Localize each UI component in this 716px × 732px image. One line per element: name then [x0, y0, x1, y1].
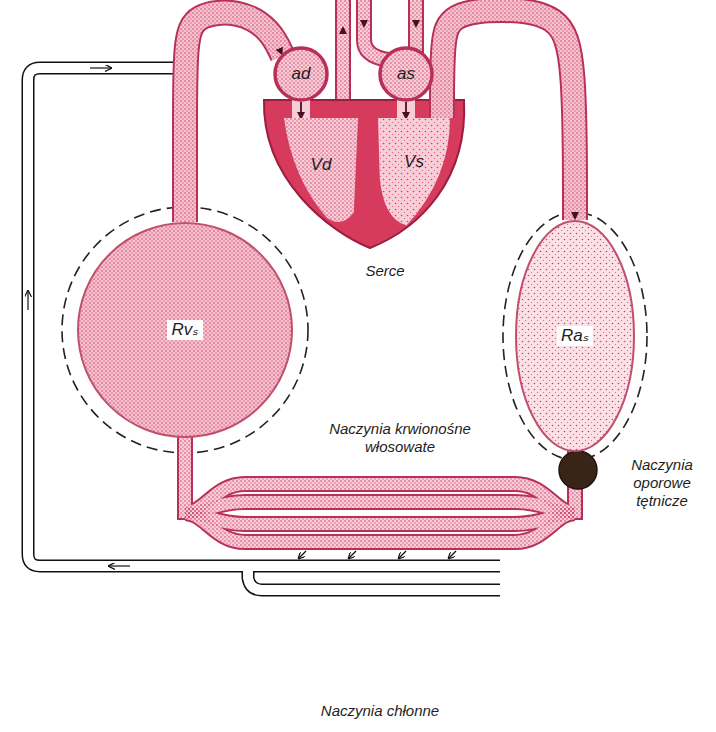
flow-line [300, 102, 302, 120]
arrow-head [271, 30, 283, 56]
vessel-outline [442, 10, 575, 220]
vessel-outline [185, 513, 575, 524]
flow-arrow [108, 565, 130, 566]
lymph-label: Naczynia chłonne [270, 702, 490, 720]
vessel-texture [179, 434, 191, 518]
vessel-lumen [364, 0, 388, 60]
cavity-fill [378, 118, 450, 226]
flow-arrow [301, 102, 302, 120]
lymph-vessels [28, 68, 501, 590]
right-ventricle-shape [282, 118, 360, 228]
chamber-fill [380, 48, 432, 100]
vessel-lumen [410, 0, 422, 56]
vessel-lumen [185, 513, 575, 542]
chamber-outline [275, 48, 327, 100]
left-ventricle: Vs [376, 118, 452, 230]
resistance-vessel [559, 451, 597, 489]
arterial-reservoir: Raₛ [515, 220, 635, 452]
node-label: ad [292, 65, 311, 84]
vessel-texture [364, 0, 388, 60]
arterial-reservoir-shape [515, 220, 635, 452]
flow-arrow [343, 26, 344, 40]
flow-arrow [90, 67, 112, 68]
filtration-arrow [348, 551, 356, 559]
vessel-outline [408, 0, 424, 56]
resistance-label: Naczynia oporowe tętnicze [612, 456, 712, 510]
node-label: Raₛ [557, 326, 593, 347]
capillary-label: Naczynia krwionośne włosowate [315, 420, 485, 456]
reservoir-fill [516, 221, 634, 451]
flow-line [405, 102, 407, 120]
vessel-lumen [185, 502, 575, 513]
vessel-texture [185, 484, 575, 513]
arterial-ring [503, 212, 647, 460]
left-ventricle-shape [376, 118, 452, 230]
vessel-lumen [185, 484, 575, 513]
cavity-texture [284, 118, 358, 222]
filtration-arrow [448, 551, 456, 559]
vessel-texture [185, 13, 283, 222]
right-ventricle: Vd [282, 118, 360, 228]
vessel-lumen [179, 434, 191, 518]
vessel-outline [185, 513, 575, 542]
vessel-lumen [442, 10, 575, 220]
reservoir-outline [78, 223, 292, 437]
vessel-texture [185, 513, 575, 542]
vessel-outline [185, 502, 575, 513]
flow-arrow [416, 14, 417, 28]
capillaries [185, 434, 575, 542]
vessel-texture [185, 502, 575, 513]
left-atrium-shape [378, 46, 434, 102]
flow-arrow [27, 290, 28, 310]
vessel-outline [364, 0, 388, 60]
chamber-outline [380, 48, 432, 100]
flow-arrow [364, 14, 365, 28]
cavity-fill [284, 118, 358, 222]
right-atrium-shape [273, 46, 329, 102]
blood-vessel [442, 10, 575, 220]
reservoir-outline [516, 221, 634, 451]
vessel-lumen [185, 13, 283, 222]
flow-arrow [406, 102, 407, 120]
filtration-arrow [398, 551, 406, 559]
cavity-texture [378, 118, 450, 226]
chamber-fill [275, 48, 327, 100]
vessel-outline [185, 484, 575, 513]
valve-opening [397, 96, 415, 122]
right-atrium: ad [273, 46, 329, 102]
left-atrium: as [378, 46, 434, 102]
node-label: Vs [404, 153, 424, 172]
heart-muscle [264, 100, 464, 248]
blood-vessel [185, 13, 283, 222]
vessel-outline [185, 13, 283, 222]
venous-reservoir-shape [77, 222, 293, 438]
node-label: Rvₛ [167, 320, 202, 341]
vessel-texture [442, 10, 575, 220]
vessel-lumen [185, 513, 575, 524]
heart-label: Serce [330, 262, 440, 280]
valve-opening [292, 96, 310, 122]
arrow-head [575, 60, 576, 220]
node-label: Vd [311, 156, 332, 175]
venous-ring [62, 207, 308, 453]
node-label: as [397, 65, 415, 84]
vessel-texture [410, 0, 422, 56]
reservoir-fill [78, 223, 292, 437]
venous-reservoir: Rvₛ [77, 222, 293, 438]
vessel-texture [185, 513, 575, 524]
lymph-lumen [248, 566, 501, 590]
filtration-arrow [298, 551, 306, 559]
